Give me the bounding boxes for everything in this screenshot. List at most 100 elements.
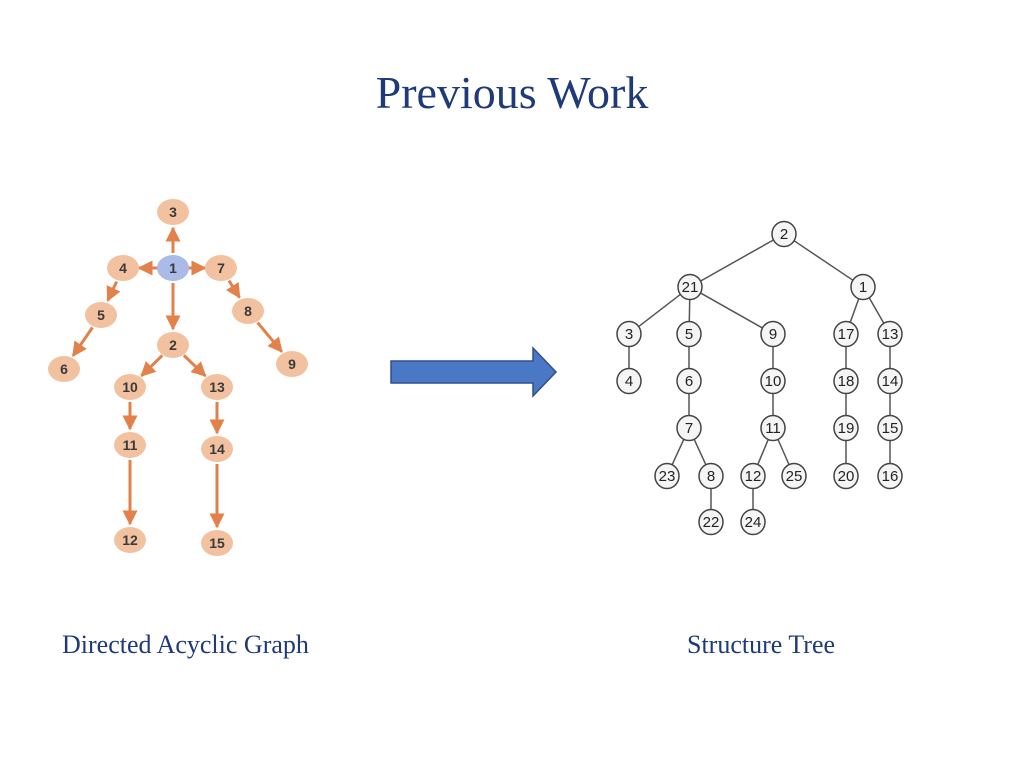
tree-node-7: 7 (676, 414, 702, 442)
tree-node-label: 7 (685, 420, 693, 437)
dag-node-11: 11 (114, 432, 146, 458)
tree-edge-21-3 (638, 293, 681, 328)
tree-node-17: 17 (833, 320, 859, 348)
tree-node-23: 23 (654, 462, 680, 490)
tree-node-circle (850, 273, 876, 301)
tree-node-20: 20 (833, 462, 859, 490)
tree-node-label: 6 (685, 373, 693, 390)
dag-node-12: 12 (114, 527, 146, 553)
tree-edge-21-9 (700, 292, 763, 329)
tree-node-22: 22 (698, 508, 724, 536)
tree-node-15: 15 (877, 414, 903, 442)
tree-node-label: 9 (769, 326, 777, 343)
dag-node-7: 7 (205, 255, 237, 281)
dag-node-label: 9 (288, 356, 296, 372)
dag-node-circle (157, 332, 189, 358)
dag-edge-2-10 (140, 354, 164, 377)
dag-node-label: 2 (169, 337, 177, 353)
dag-node-5: 5 (85, 302, 117, 328)
dag-edge-8-9 (256, 321, 283, 353)
tree-node-label: 23 (659, 468, 676, 485)
tree-node-circle (760, 414, 786, 442)
dag-node-circle (114, 527, 146, 553)
tree-node-16: 16 (877, 462, 903, 490)
tree-node-circle (833, 414, 859, 442)
tree-node-circle (616, 320, 642, 348)
tree-node-circle (833, 462, 859, 490)
dag-node-circle (114, 374, 146, 400)
tree-node-label: 13 (882, 326, 899, 343)
dag-node-label: 5 (97, 307, 105, 323)
tree-node-label: 2 (780, 226, 788, 243)
tree-node-circle (698, 462, 724, 490)
tree-node-label: 4 (625, 373, 633, 390)
tree-node-label: 25 (786, 468, 803, 485)
dag-node-circle (232, 298, 264, 324)
dag-node-circle (205, 255, 237, 281)
tree-node-circle (698, 508, 724, 536)
tree-node-label: 8 (707, 468, 715, 485)
tree-node-circle (781, 462, 807, 490)
dag-node-10: 10 (114, 374, 146, 400)
tree-node-label: 10 (765, 373, 782, 390)
tree-node-3: 3 (616, 320, 642, 348)
slide-title: Previous Work (375, 67, 649, 118)
tree-node-12: 12 (740, 462, 766, 490)
dag-node-label: 6 (60, 361, 68, 377)
dag-node-circle (201, 436, 233, 462)
tree-node-24: 24 (740, 508, 766, 536)
tree-node-label: 19 (838, 420, 855, 437)
tree-node-circle (833, 320, 859, 348)
dag-node-label: 14 (209, 441, 225, 457)
dag-node-3: 3 (157, 199, 189, 225)
dag-node-6: 6 (48, 356, 80, 382)
tree-node-14: 14 (877, 367, 903, 395)
dag-node-circle (107, 255, 139, 281)
tree-node-8: 8 (698, 462, 724, 490)
tree-node-circle (760, 367, 786, 395)
dag-node-4: 4 (107, 255, 139, 281)
tree-node-label: 15 (882, 420, 899, 437)
dag-node-14: 14 (201, 436, 233, 462)
tree-node-circle (676, 367, 702, 395)
tree-node-6: 6 (676, 367, 702, 395)
tree-edge-1-13 (868, 297, 885, 324)
dag-node-label: 8 (244, 303, 252, 319)
tree-node-circle (877, 320, 903, 348)
tree-node-label: 3 (625, 326, 633, 343)
tree-node-4: 4 (616, 367, 642, 395)
dag-node-1: 1 (157, 255, 189, 281)
dag-edges (71, 226, 283, 529)
transform-arrow-icon (390, 346, 558, 398)
tree-node-circle (740, 462, 766, 490)
tree-node-circle (833, 367, 859, 395)
tree-edge-7-8 (693, 438, 707, 466)
tree-edges (628, 239, 891, 510)
tree-node-circle (677, 273, 703, 301)
dag-node-label: 15 (209, 535, 225, 551)
dag-node-circle (201, 374, 233, 400)
dag-node-label: 1 (169, 260, 177, 276)
dag-node-circle (48, 356, 80, 382)
tree-node-5: 5 (676, 320, 702, 348)
tree-node-circle (740, 508, 766, 536)
tree-node-11: 11 (760, 414, 786, 442)
tree-node-21: 21 (677, 273, 703, 301)
tree-node-circle (877, 414, 903, 442)
tree-node-10: 10 (760, 367, 786, 395)
tree-node-label: 20 (838, 468, 855, 485)
dag-node-circle (85, 302, 117, 328)
tree-node-label: 5 (685, 326, 693, 343)
tree-node-18: 18 (833, 367, 859, 395)
dag-node-label: 4 (119, 260, 127, 276)
tree-edge-11-12 (756, 438, 770, 466)
tree-node-circle (877, 367, 903, 395)
tree-node-9: 9 (760, 320, 786, 348)
tree-node-circle (877, 462, 903, 490)
dag-node-label: 11 (123, 437, 138, 453)
tree-node-label: 17 (838, 326, 855, 343)
tree-node-label: 24 (745, 514, 762, 531)
dag-edge-5-6 (71, 326, 94, 358)
